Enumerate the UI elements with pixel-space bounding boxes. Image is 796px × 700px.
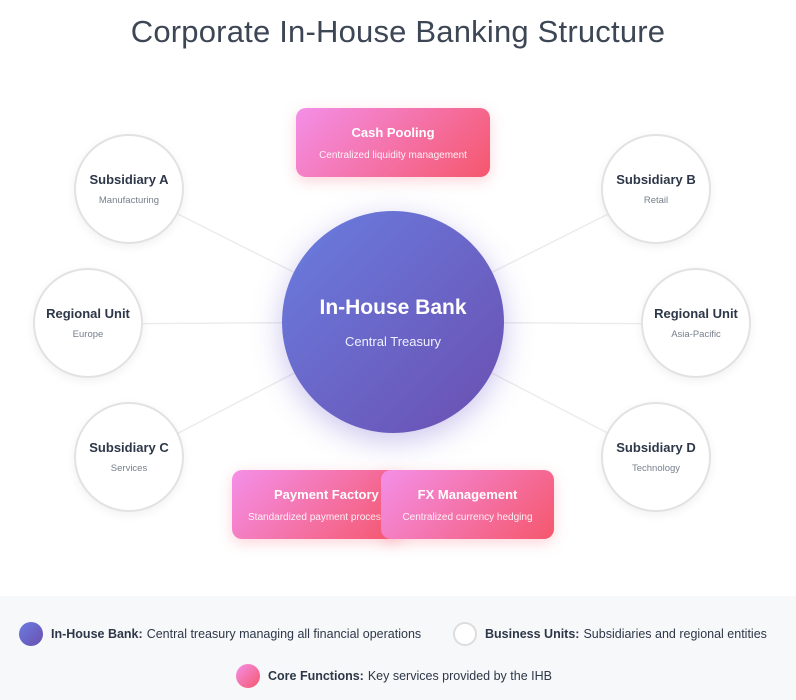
function-subtitle: Centralized currency hedging	[402, 511, 533, 523]
node-name: Subsidiary B	[616, 172, 696, 187]
function-name: Cash Pooling	[351, 124, 435, 140]
node-regional-apac[interactable]: Regional Unit Asia-Pacific	[641, 268, 751, 378]
node-name: Regional Unit	[46, 306, 130, 321]
legend-item-bank: In-House Bank: Central treasury managing…	[19, 622, 421, 646]
function-subtitle: Centralized liquidity management	[319, 149, 467, 161]
function-fx-management[interactable]: FX Management Centralized currency hedgi…	[381, 470, 554, 539]
node-subtitle: Technology	[631, 463, 681, 474]
legend: In-House Bank: Central treasury managing…	[0, 596, 796, 700]
node-subtitle: Manufacturing	[98, 195, 160, 206]
legend-swatch-units	[453, 622, 477, 646]
function-subtitle: Standardized payment processing	[248, 511, 400, 523]
node-subsidiary-d[interactable]: Subsidiary D Technology	[601, 402, 711, 512]
legend-swatch-bank	[19, 622, 43, 646]
function-name: FX Management	[417, 486, 518, 502]
node-name: Subsidiary C	[89, 440, 169, 455]
hub-subtitle: Central Treasury	[344, 333, 442, 349]
node-subtitle: Asia-Pacific	[671, 329, 721, 340]
function-cash-pooling[interactable]: Cash Pooling Centralized liquidity manag…	[296, 108, 490, 177]
legend-swatch-functions	[236, 664, 260, 688]
in-house-bank-hub[interactable]: In-House Bank Central Treasury	[282, 211, 504, 433]
node-name: Subsidiary D	[616, 440, 696, 455]
page-title: Corporate In-House Banking Structure	[130, 14, 666, 49]
node-subsidiary-c[interactable]: Subsidiary C Services	[74, 402, 184, 512]
node-subtitle: Europe	[72, 329, 104, 340]
legend-label: In-House Bank:	[51, 627, 143, 641]
node-subsidiary-b[interactable]: Subsidiary B Retail	[601, 134, 711, 244]
node-regional-europe[interactable]: Regional Unit Europe	[33, 268, 143, 378]
node-subtitle: Retail	[643, 195, 669, 206]
legend-text: Key services provided by the IHB	[367, 669, 552, 683]
legend-item-functions: Core Functions: Key services provided by…	[236, 664, 552, 688]
node-subsidiary-a[interactable]: Subsidiary A Manufacturing	[74, 134, 184, 244]
hub-name: In-House Bank	[319, 295, 467, 319]
node-subtitle: Services	[110, 463, 148, 474]
function-name: Payment Factory	[274, 486, 379, 502]
function-payment-factory[interactable]: Payment Factory Standardized payment pro…	[232, 470, 402, 539]
legend-label: Core Functions:	[268, 669, 364, 683]
legend-label: Business Units:	[485, 627, 580, 641]
node-name: Subsidiary A	[89, 172, 169, 187]
legend-text: Central treasury managing all financial …	[146, 627, 422, 641]
legend-item-units: Business Units: Subsidiaries and regiona…	[453, 622, 767, 646]
node-name: Regional Unit	[654, 306, 738, 321]
legend-text: Subsidiaries and regional entities	[583, 627, 767, 641]
